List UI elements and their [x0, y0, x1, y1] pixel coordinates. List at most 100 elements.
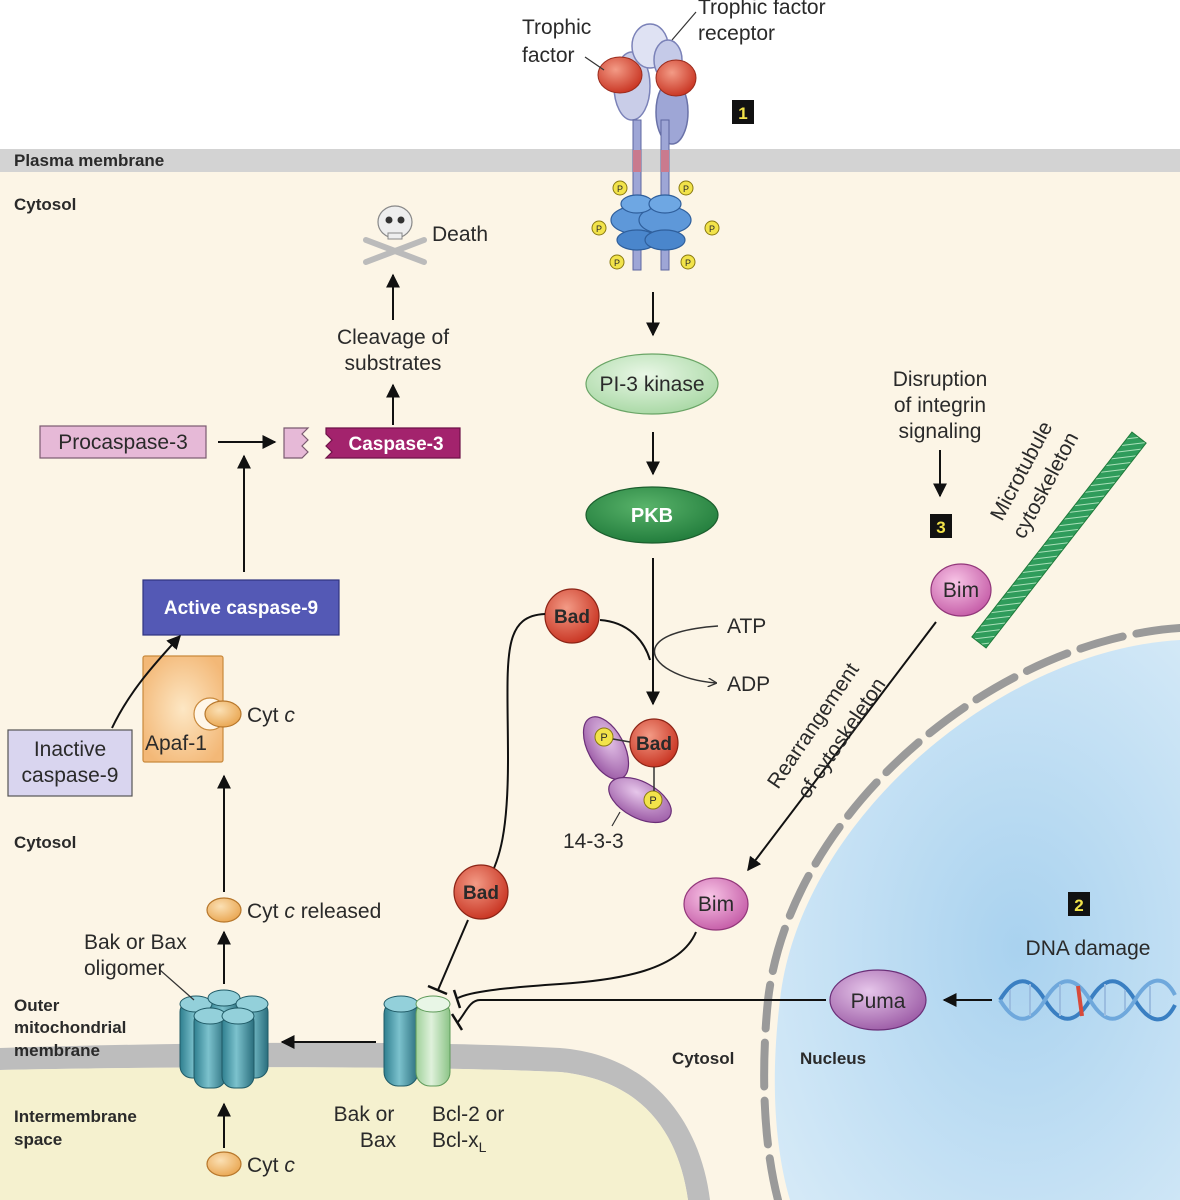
cytc-apaf-label: Cyt c — [247, 704, 295, 727]
dna-damage-label: DNA damage — [1026, 937, 1151, 960]
bim-protein-free — [683, 877, 749, 931]
svg-text:1: 1 — [738, 104, 747, 123]
bim-inhibition-bar — [452, 989, 462, 1009]
step-3-badge: 3 — [930, 514, 952, 538]
intermembrane-label-1: Intermembrane — [14, 1107, 137, 1126]
cytochrome-c-bound — [204, 700, 242, 728]
bcl2-label-1: Bcl-2 or — [432, 1103, 504, 1126]
cytosol-label-mid: Cytosol — [14, 833, 76, 852]
trophic-factor — [597, 56, 697, 97]
procaspase-3-box — [39, 425, 207, 459]
trophic-factor-label-2: factor — [522, 44, 575, 67]
disruption-label-1: Disruption — [893, 368, 988, 391]
bcl-2-protein — [415, 995, 451, 1087]
phosphate-group: P — [680, 254, 696, 270]
cleavage-label-1: Cleavage of — [337, 326, 449, 349]
trophic-factor-leader — [584, 56, 605, 71]
procaspase-3-label: Procaspase-3 — [58, 431, 188, 454]
bad-label-complex: Bad — [636, 734, 672, 755]
bim-protein-bound — [930, 563, 992, 617]
svg-text:P: P — [614, 258, 620, 268]
phosphate-group: P — [612, 180, 628, 196]
extracellular-space — [0, 0, 1180, 150]
svg-text:P: P — [709, 224, 715, 234]
bad-into-pkb-reaction — [599, 619, 651, 661]
dna-helix-icon — [998, 978, 1177, 1022]
svg-text:P: P — [596, 224, 602, 234]
svg-text:P: P — [685, 258, 691, 268]
pkb-label: PKB — [631, 505, 673, 527]
plasma-membrane — [0, 149, 1180, 172]
pkb — [585, 486, 719, 544]
bak-bax-label-2: Bax — [360, 1129, 397, 1152]
cytosol-label-bottom: Cytosol — [672, 1049, 734, 1068]
inactive-caspase-9-label-2: caspase-9 — [22, 764, 119, 787]
puma-label: Puma — [851, 990, 906, 1013]
apaf-1-label: Apaf-1 — [145, 732, 207, 755]
bak-bax-label-1: Bak or — [334, 1103, 395, 1126]
bak-bax-oligomer-label-1: Bak or Bax — [84, 931, 187, 954]
prodomain-fragment — [283, 427, 310, 459]
bim-inhibits-bcl2 — [457, 931, 697, 999]
outer-mito-label-1: Outer — [14, 996, 60, 1015]
bad-protein-free — [544, 588, 600, 644]
bak-bax-monomer — [383, 995, 419, 1087]
receptor-label-2: receptor — [698, 22, 775, 45]
svg-text:3: 3 — [936, 518, 945, 537]
bad-inhibits-bcl2 — [437, 919, 469, 991]
inactive-caspase-9-box — [7, 729, 133, 797]
bim-label-top: Bim — [943, 579, 979, 602]
adp-label: ADP — [727, 673, 770, 696]
bak-bax-oligomer-label-2: oligomer — [84, 957, 165, 980]
phosphate-group: P — [591, 220, 607, 236]
puma-inhibits-bcl2 — [457, 999, 826, 1023]
arrow-inactive-to-active-casp9 — [111, 634, 181, 729]
bcl2-label-2: Bcl-xL — [432, 1129, 487, 1155]
arrow-bim-release — [747, 621, 937, 872]
atp-label: ATP — [727, 615, 766, 638]
14-3-3-leader — [611, 811, 621, 827]
bim-label-lower: Bim — [698, 893, 734, 916]
receptor-leader — [671, 11, 697, 41]
disruption-label-2: of integrin — [894, 394, 986, 417]
bad-protein-active — [453, 864, 509, 920]
plasma-membrane-label: Plasma membrane — [14, 151, 164, 170]
nucleus-region — [774, 640, 1180, 1200]
bad-label-top: Bad — [554, 607, 590, 628]
puma-inhibition-bar — [450, 1013, 464, 1031]
cytosol-label-top: Cytosol — [14, 195, 76, 214]
cytc-bottom-label: Cyt c — [247, 1154, 295, 1177]
bad-label-lower: Bad — [463, 883, 499, 904]
inactive-caspase-9-label-1: Inactive — [34, 738, 106, 761]
cleavage-label-2: substrates — [345, 352, 442, 375]
inhibition-bar — [427, 984, 448, 996]
death-skull-icon — [363, 205, 427, 265]
mitochondrial-outer-membrane — [0, 1042, 710, 1200]
svg-text:P: P — [617, 184, 623, 194]
pi3-kinase — [585, 353, 719, 415]
phosphate-group: P — [609, 254, 625, 270]
trophic-factor-label-1: Trophic — [522, 16, 591, 39]
complex-phospho-1: P — [600, 732, 607, 744]
complex-phospho-2: P — [649, 795, 656, 807]
nuclear-envelope — [760, 624, 1180, 1200]
phosphate-group: P — [704, 220, 720, 236]
microtubule-filament — [971, 431, 1147, 649]
cytochrome-c-intermembrane — [206, 1151, 242, 1177]
death-label: Death — [432, 223, 488, 246]
active-caspase-9-box — [142, 579, 340, 636]
svg-text:2: 2 — [1074, 896, 1083, 915]
cytc-released-label: Cyt c released — [247, 900, 381, 923]
caspase-3-label: Caspase-3 — [348, 434, 443, 455]
atp-adp-arrow — [653, 625, 719, 683]
14-3-3-label: 14-3-3 — [563, 830, 624, 853]
intermembrane-space — [0, 1067, 688, 1200]
disruption-label-3: signaling — [899, 420, 982, 443]
oligomer-leader — [159, 969, 195, 1001]
bak-bax-oligomer-pore — [179, 989, 269, 1089]
svg-text:P: P — [683, 184, 689, 194]
active-caspase-9-label: Active caspase-9 — [164, 598, 318, 619]
pi3-kinase-label: PI-3 kinase — [599, 373, 704, 396]
